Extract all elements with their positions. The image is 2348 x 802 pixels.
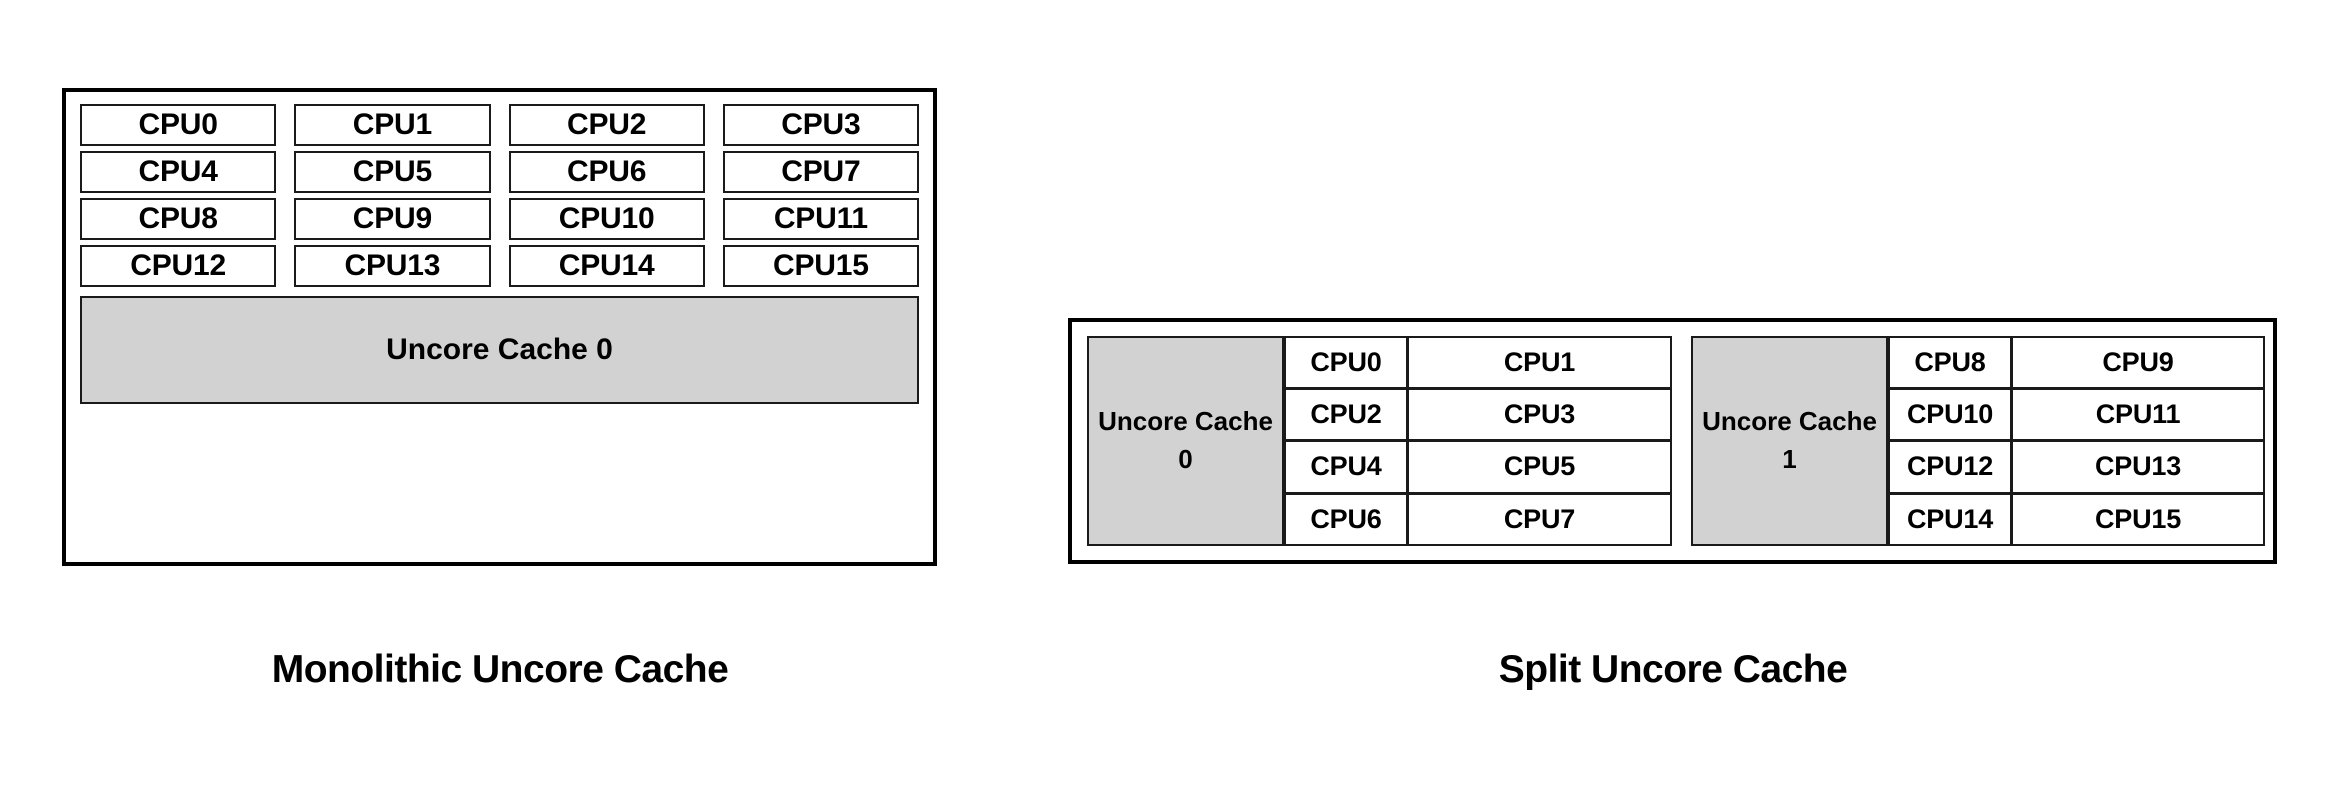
cpu-box: CPU14 xyxy=(508,245,705,287)
cpu-box: CPU4 xyxy=(80,151,277,193)
cpu-box: CPU6 xyxy=(508,151,705,193)
cpu-box: CPU7 xyxy=(1407,492,1672,546)
cpu-box: CPU3 xyxy=(722,104,919,146)
cpu-box: CPU9 xyxy=(2011,336,2265,389)
split-panel-0: CPU0 Uncore Cache 0 CPU1 CPU2 CPU3 CPU4 … xyxy=(1087,336,1672,546)
split-caption: Split Uncore Cache xyxy=(1498,648,1848,691)
monolithic-caption: Monolithic Uncore Cache xyxy=(271,648,729,691)
split-panel-1: CPU8 Uncore Cache 1 CPU9 CPU10 CPU11 CPU… xyxy=(1691,336,2265,546)
cpu-box: CPU3 xyxy=(1407,387,1672,441)
cpu-box: CPU2 xyxy=(508,104,705,146)
cpu-box: CPU1 xyxy=(1407,336,1672,389)
cpu-box: CPU6 xyxy=(1284,492,1408,546)
monolithic-cpu-grid: CPU0 CPU1 CPU2 CPU3 CPU4 CPU5 CPU6 CPU7 … xyxy=(80,104,919,287)
cpu-box: CPU11 xyxy=(722,198,919,240)
cpu-box: CPU10 xyxy=(1888,387,2012,441)
split-uncore-diagram: CPU0 Uncore Cache 0 CPU1 CPU2 CPU3 CPU4 … xyxy=(1068,318,2277,564)
cpu-box: CPU15 xyxy=(722,245,919,287)
cpu-box: CPU14 xyxy=(1888,492,2012,546)
cpu-box: CPU5 xyxy=(294,151,491,193)
monolithic-uncore-diagram: CPU0 CPU1 CPU2 CPU3 CPU4 CPU5 CPU6 CPU7 … xyxy=(62,88,937,566)
cpu-box: CPU13 xyxy=(2011,440,2265,494)
cpu-box: CPU12 xyxy=(1888,440,2012,494)
cpu-box: CPU7 xyxy=(722,151,919,193)
uncore-cache-box: Uncore Cache 0 xyxy=(1087,336,1284,546)
cpu-box: CPU12 xyxy=(80,245,277,287)
cpu-box: CPU1 xyxy=(294,104,491,146)
cpu-box: CPU9 xyxy=(294,198,491,240)
uncore-cache-box: Uncore Cache 0 xyxy=(80,296,919,404)
cpu-box: CPU0 xyxy=(80,104,277,146)
cpu-box: CPU15 xyxy=(2011,492,2265,546)
cpu-box: CPU2 xyxy=(1284,387,1408,441)
cpu-box: CPU11 xyxy=(2011,387,2265,441)
cpu-box: CPU10 xyxy=(508,198,705,240)
cpu-box: CPU5 xyxy=(1407,440,1672,494)
cpu-box: CPU4 xyxy=(1284,440,1408,494)
uncore-cache-box: Uncore Cache 1 xyxy=(1691,336,1888,546)
cpu-box: CPU13 xyxy=(294,245,491,287)
cpu-box: CPU8 xyxy=(80,198,277,240)
cpu-box: CPU8 xyxy=(1888,336,2012,389)
cpu-box: CPU0 xyxy=(1284,336,1408,389)
